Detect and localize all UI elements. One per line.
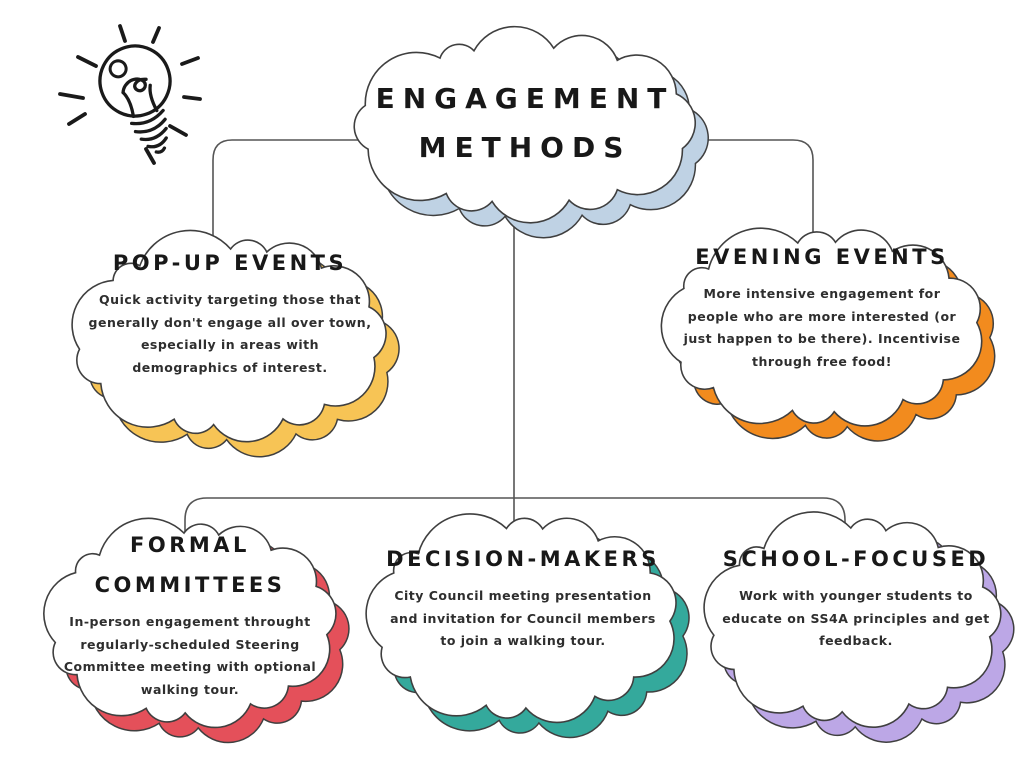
cloud-shape-decision xyxy=(365,513,677,724)
lightbulb-rays xyxy=(58,24,202,165)
cloud-node-evening xyxy=(660,227,996,442)
connector-popup xyxy=(212,139,400,252)
cloud-shape-formal xyxy=(43,517,337,729)
cloud-shape-engagement xyxy=(353,25,697,224)
cloud-node-engagement xyxy=(353,25,709,239)
cloud-node-decision xyxy=(365,513,690,739)
cloud-node-formal xyxy=(43,517,350,744)
connector-rail xyxy=(184,497,846,548)
cloud-node-popup xyxy=(71,229,400,458)
lightbulb-icon xyxy=(58,24,202,165)
cloud-shape-school xyxy=(703,511,1002,728)
cloud-node-school xyxy=(703,511,1015,743)
connector-evening xyxy=(650,139,814,248)
cloud-shape-evening xyxy=(660,227,983,427)
lightbulb-bulb xyxy=(98,44,172,154)
cloud-shape-popup xyxy=(71,229,387,443)
